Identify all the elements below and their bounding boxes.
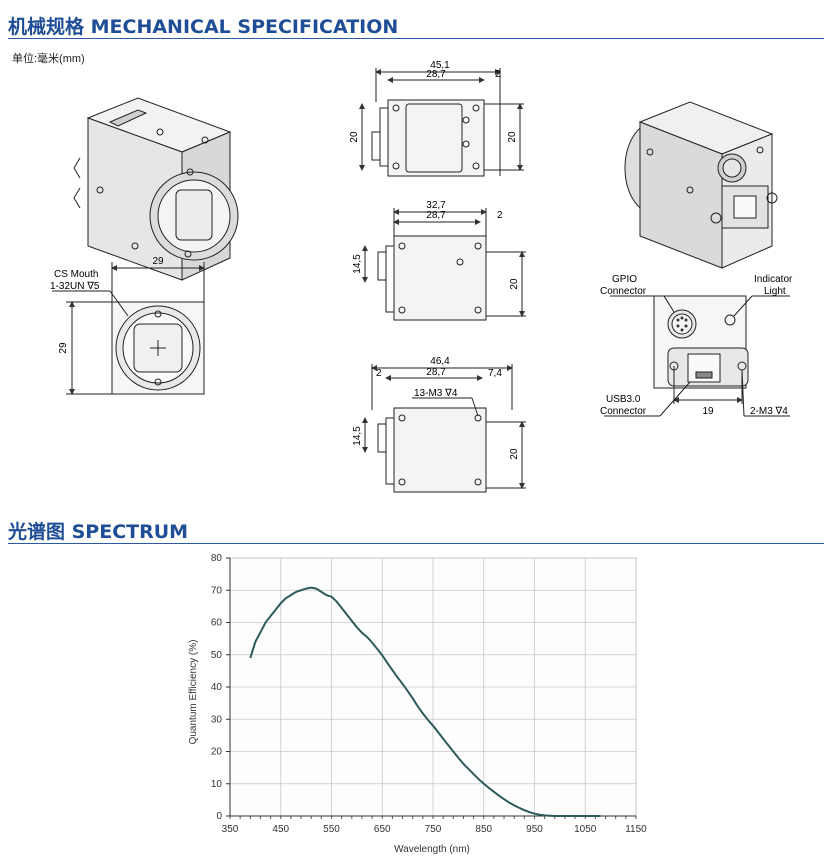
top-flange-dim: 2 [495, 69, 501, 80]
gpio-label-1: GPIO [612, 274, 637, 285]
bottom-right-h-dim: 20 [509, 448, 520, 460]
top-overall-dim: 45,1 [430, 60, 450, 71]
gpio-label-2: Connector [600, 286, 647, 297]
bottom-overall-dim: 46,4 [430, 356, 450, 367]
front-view [52, 262, 205, 395]
y-tick-label: 80 [211, 553, 223, 564]
side-view-top [359, 68, 524, 177]
x-tick-label: 1150 [625, 824, 647, 835]
mid-right-h-dim: 20 [509, 278, 520, 290]
bottom-left-h-dim: 14,5 [352, 426, 363, 446]
x-tick-label: 650 [374, 824, 391, 835]
chart-ylabel: Quantum Efficiency (%) [188, 640, 199, 745]
bottom-body-dim: 28,7 [426, 367, 446, 378]
x-tick-label: 450 [272, 824, 289, 835]
mid-body-dim: 28,7 [426, 210, 446, 221]
bottom-right-dim: 7,4 [488, 368, 502, 379]
mid-overall-dim: 32,7 [426, 200, 446, 211]
top-body-dim: 28,7 [426, 69, 446, 80]
rear-view [604, 295, 790, 417]
bottom-left-flange-dim: 2 [376, 368, 382, 379]
y-tick-label: 30 [211, 714, 223, 725]
chart-ticks: 350 450 550 650 750 850 950 1050 1150 0 10 20 30 40 50… [211, 553, 647, 835]
isometric-front-view [73, 97, 239, 281]
front-width-dim: 29 [152, 256, 164, 267]
y-tick-label: 40 [211, 682, 223, 693]
mid-left-h-dim: 14,5 [352, 254, 363, 274]
x-tick-label: 750 [425, 824, 442, 835]
unit-label: 单位:毫米(mm) [12, 53, 85, 65]
y-tick-label: 0 [216, 811, 222, 822]
usb-spacing-dim: 19 [702, 406, 714, 417]
qe-series-line [249, 586, 601, 817]
isometric-rear-view [624, 101, 778, 269]
x-tick-label: 550 [323, 824, 340, 835]
bottom-thread-label: 13-M3 ∇4 [414, 388, 458, 399]
light-label-1: Indicator [754, 274, 793, 285]
spectrum-rule [8, 543, 824, 544]
y-tick-label: 60 [211, 618, 223, 629]
usb-label-2: Connector [600, 406, 647, 417]
mechanical-drawings: 29 29 CS Mouth 1-32UN ∇5 45,1 28,7 2 20 … [50, 60, 793, 493]
mount-holes-label: 2-M3 ∇4 [750, 406, 788, 417]
chart-grid [229, 557, 637, 817]
spectrum-chart: 350 450 550 650 750 850 950 1050 1150 0 10 20 30 40 50… [188, 553, 647, 855]
top-left-h-dim: 20 [349, 131, 360, 143]
mechanical-title: 机械规格 MECHANICAL SPECIFICATION [8, 16, 399, 38]
y-tick-label: 10 [211, 779, 223, 790]
top-right-h-dim: 20 [507, 131, 518, 143]
y-tick-label: 70 [211, 585, 223, 596]
x-tick-label: 950 [526, 824, 543, 835]
x-tick-label: 850 [475, 824, 492, 835]
mount-label-2: 1-32UN ∇5 [50, 281, 100, 292]
y-tick-label: 50 [211, 650, 223, 661]
x-tick-label: 350 [222, 824, 239, 835]
mount-label-1: CS Mouth [54, 269, 98, 280]
light-label-2: Light [764, 286, 786, 297]
y-tick-label: 20 [211, 747, 223, 758]
side-view-bottom [362, 364, 526, 493]
chart-xlabel: Wavelength (nm) [394, 844, 470, 855]
title-rule [8, 38, 824, 39]
mid-flange-dim: 2 [497, 210, 503, 221]
side-view-middle [362, 208, 526, 321]
usb-label-1: USB3.0 [606, 394, 641, 405]
front-height-dim: 29 [58, 342, 69, 354]
x-tick-label: 1050 [574, 824, 597, 835]
chart-series [249, 586, 601, 817]
spectrum-title: 光谱图 SPECTRUM [8, 521, 189, 543]
